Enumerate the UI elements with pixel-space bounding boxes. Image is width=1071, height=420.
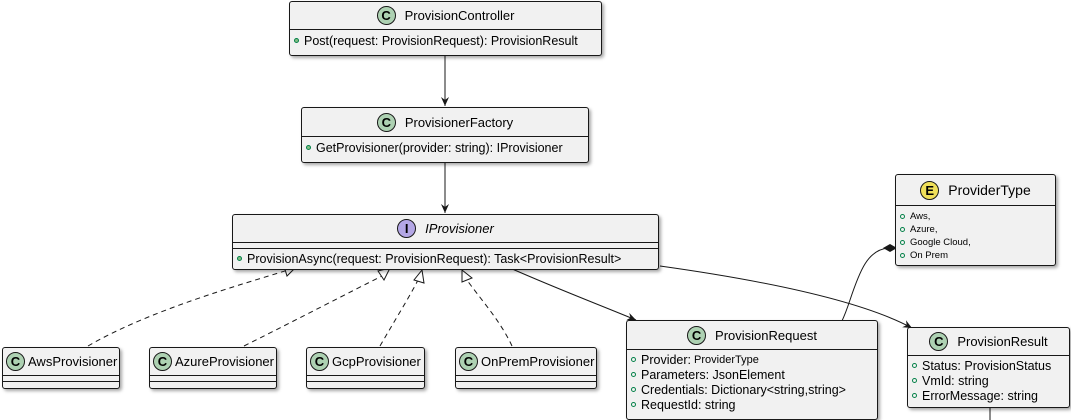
class-name: AzureProvisioner xyxy=(175,354,274,369)
method-row: ProvisionAsync(request: ProvisionRequest… xyxy=(237,251,654,266)
class-provision-controller[interactable]: C ProvisionController Post(request: Prov… xyxy=(289,1,602,56)
field-row: Parameters: JsonElement xyxy=(631,367,873,382)
interface-stereotype-icon: I xyxy=(397,219,417,238)
method-row: GetProvisioner(provider: string): IProvi… xyxy=(306,140,584,155)
class-name: ProvisionRequest xyxy=(715,327,817,343)
class-stereotype-icon: C xyxy=(376,112,396,132)
class-name: GcpProvisioner xyxy=(332,354,421,369)
class-stereotype-icon: C xyxy=(687,325,707,345)
class-provision-request[interactable]: C ProvisionRequest Provider:ProviderType… xyxy=(626,320,878,420)
public-method-icon xyxy=(237,256,242,261)
public-field-icon xyxy=(631,372,636,377)
enum-value-icon xyxy=(900,253,905,258)
class-stereotype-icon: C xyxy=(153,352,172,371)
method-row: Post(request: ProvisionRequest): Provisi… xyxy=(294,33,597,48)
class-provision-result[interactable]: C ProvisionResult Status: ProvisionStatu… xyxy=(907,327,1070,408)
enum-stereotype-icon: E xyxy=(920,180,940,200)
enum-value-icon xyxy=(900,227,905,232)
edge-onprem-realizes-iprovisioner xyxy=(466,279,513,347)
class-gcp-provisioner[interactable]: C GcpProvisioner xyxy=(306,347,425,389)
class-name: OnPremProvisioner xyxy=(481,354,595,369)
enum-value: Google Cloud, xyxy=(900,236,1051,249)
interface-iprovisioner[interactable]: I IProvisioner ProvisionAsync(request: P… xyxy=(232,214,659,270)
class-stereotype-icon: C xyxy=(376,6,396,25)
class-name: ProvisionResult xyxy=(957,334,1048,349)
interface-name: IProvisioner xyxy=(425,221,494,236)
class-aws-provisioner[interactable]: C AwsProvisioner xyxy=(2,347,120,389)
field-row: ErrorMessage: string xyxy=(912,388,1065,403)
class-provisioner-factory[interactable]: C ProvisionerFactory GetProvisioner(prov… xyxy=(301,107,589,163)
public-field-icon xyxy=(631,402,636,407)
public-field-icon xyxy=(631,357,636,362)
public-field-icon xyxy=(631,387,636,392)
edge-azure-realizes-iprovisioner xyxy=(243,275,383,347)
field-row: Status: ProvisionStatus xyxy=(912,358,1065,373)
edge-aws-realizes-iprovisioner xyxy=(87,269,289,347)
composition-diamond xyxy=(883,244,897,252)
public-field-icon xyxy=(912,363,917,368)
class-name: AwsProvisioner xyxy=(28,354,118,369)
field-row: VmId: string xyxy=(912,373,1065,388)
edge-iprovisioner-result xyxy=(659,265,913,329)
public-field-icon xyxy=(912,393,917,398)
public-method-icon xyxy=(306,145,311,150)
edge-iprovisioner-request xyxy=(509,267,637,321)
enum-value: Azure, xyxy=(900,223,1051,236)
class-name: ProvisionController xyxy=(404,8,515,23)
class-stereotype-icon: C xyxy=(459,352,478,371)
class-name: ProvisionerFactory xyxy=(404,114,514,130)
class-azure-provisioner[interactable]: C AzureProvisioner xyxy=(149,347,277,389)
enum-provider-type[interactable]: E ProviderType Aws, Azure, Google Cloud,… xyxy=(895,174,1056,266)
enum-value-icon xyxy=(900,240,905,245)
public-method-icon xyxy=(294,38,299,43)
field-row: Credentials: Dictionary<string,string> xyxy=(631,382,873,397)
public-field-icon xyxy=(912,378,917,383)
field-row: Provider:ProviderType xyxy=(631,352,873,367)
class-stereotype-icon: C xyxy=(6,352,25,371)
enum-value-icon xyxy=(900,214,905,219)
enum-name: ProviderType xyxy=(948,182,1031,198)
enum-value: On Prem xyxy=(900,249,1051,262)
field-row: RequestId: string xyxy=(631,397,873,412)
class-onprem-provisioner[interactable]: C OnPremProvisioner xyxy=(455,347,597,389)
class-stereotype-icon: C xyxy=(310,352,329,371)
realization-head-onprem xyxy=(461,268,473,283)
realization-head-gcp xyxy=(413,268,425,284)
enum-value: Aws, xyxy=(900,210,1051,223)
edge-gcp-realizes-iprovisioner xyxy=(379,279,419,347)
class-stereotype-icon: C xyxy=(929,332,949,351)
